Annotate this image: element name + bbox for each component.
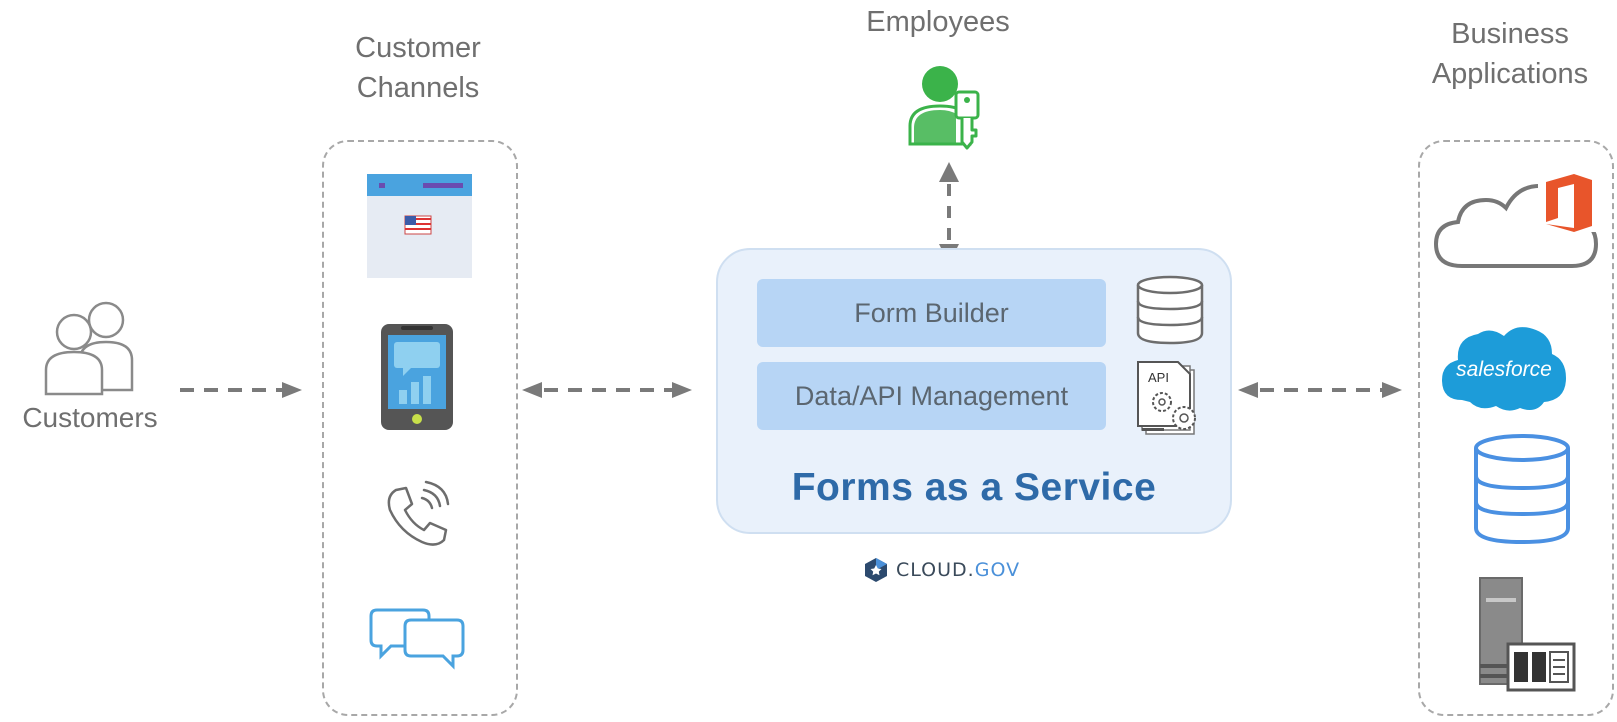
customers-to-channels-arrow bbox=[180, 382, 302, 398]
customer-channels-line2: Channels bbox=[356, 72, 480, 104]
office-cloud-icon bbox=[1433, 172, 1599, 268]
channels-service-arrow bbox=[522, 382, 692, 398]
phone-call-icon bbox=[387, 480, 450, 546]
database-icon bbox=[1136, 275, 1204, 345]
customer-channels-line1: Customer bbox=[355, 32, 481, 64]
business-database-icon bbox=[1474, 434, 1570, 545]
forms-as-a-service-title: Forms as a Service bbox=[791, 466, 1157, 509]
business-applications-line1: Business bbox=[1451, 18, 1569, 50]
cloud-gov-logo: CLOUD.GOV bbox=[864, 555, 1020, 585]
customers-group-icon bbox=[44, 301, 134, 396]
business-applications-line2: Applications bbox=[1431, 58, 1589, 90]
api-document-icon: API bbox=[1137, 361, 1196, 435]
service-business-arrow bbox=[1238, 382, 1402, 398]
employee-key-icon bbox=[908, 66, 980, 150]
salesforce-text: salesforce bbox=[1456, 358, 1552, 381]
salesforce-cloud-icon: salesforce bbox=[1442, 327, 1566, 411]
cloud-gov-text-part1: CLOUD. bbox=[896, 559, 975, 581]
cloud-gov-hexagon-icon bbox=[865, 558, 887, 582]
business-applications-label: Business Applications bbox=[1410, 14, 1610, 94]
customers-label: Customers bbox=[22, 402, 158, 433]
chat-bubbles-icon bbox=[369, 608, 465, 670]
website-window-icon bbox=[367, 174, 472, 278]
data-api-management-row: Data/API Management bbox=[757, 362, 1106, 430]
customer-channels-label: Customer Channels bbox=[323, 28, 513, 108]
customer-channels-container bbox=[322, 140, 518, 716]
api-badge-text: API bbox=[1148, 370, 1169, 385]
business-applications-container bbox=[1418, 140, 1614, 716]
form-builder-row: Form Builder bbox=[757, 279, 1106, 347]
cloud-gov-text-part2: GOV bbox=[974, 559, 1021, 581]
mobile-phone-icon bbox=[381, 324, 453, 430]
server-icon bbox=[1479, 577, 1576, 692]
employees-label: Employees bbox=[866, 6, 1010, 38]
